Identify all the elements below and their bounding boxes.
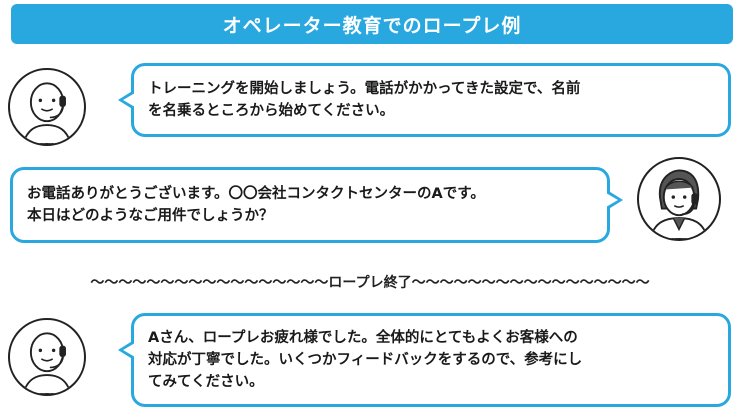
trainer-bubble-2: Aさん、ロープレお疲れ様でした。全体的にとてもよくお客様への 対応が丁寧でした。… (118, 313, 731, 407)
headset-woman-icon (649, 169, 709, 239)
trainer-bubble-1: トレーニングを開始しましょう。電話がかかってきた設定で、名前 を名乗るところから… (118, 63, 731, 137)
message-text: お電話ありがとうございます。〇〇会社コンタクトセンターのAです。 本日はどのよう… (27, 186, 485, 224)
message-text: トレーニングを開始しましょう。電話がかかってきた設定で、名前 を名乗るところから… (148, 81, 581, 119)
page-title: オペレーター教育でのロープレ例 (222, 14, 522, 37)
trainer-avatar-icon (8, 68, 86, 146)
trainer-avatar-icon (8, 318, 86, 396)
headset-person-icon (22, 82, 72, 144)
operator-avatar-icon (637, 157, 721, 241)
roleplay-end-divider: ～～～～～～～～～～～～～～～～～ロープレ終了～～～～～～～～～～～～～～～～～ (90, 275, 650, 291)
title-banner: オペレーター教育でのロープレ例 (11, 4, 733, 44)
operator-bubble: お電話ありがとうございます。〇〇会社コンタクトセンターのAです。 本日はどのよう… (10, 167, 623, 243)
headset-person-icon (22, 332, 72, 394)
message-text: Aさん、ロープレお疲れ様でした。全体的にとてもよくお客様への 対応が丁寧でした。… (148, 330, 583, 390)
